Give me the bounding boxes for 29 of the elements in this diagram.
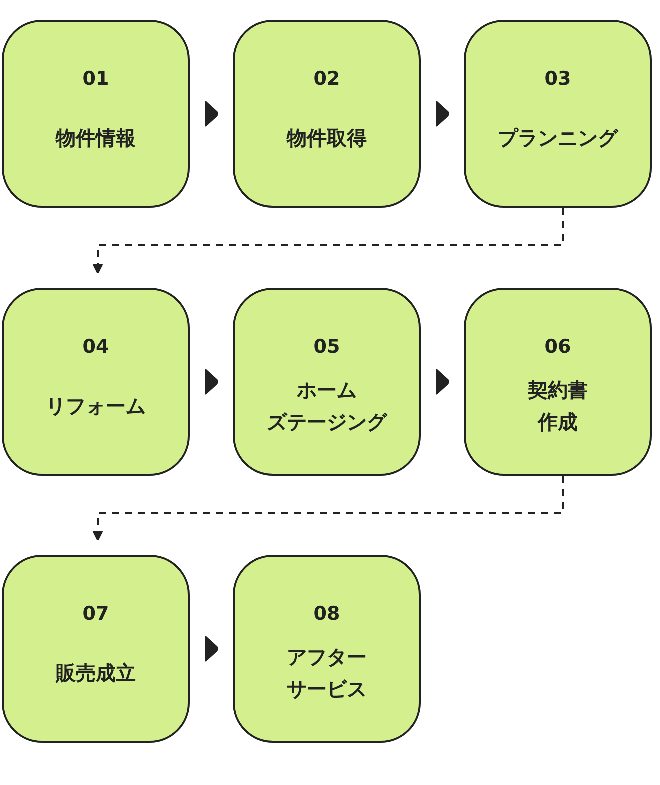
step-label: 物件取得: [287, 125, 367, 152]
arrow: [436, 101, 450, 127]
step-box: [233, 288, 421, 476]
step-number: 08: [314, 603, 340, 625]
step-number: 06: [544, 336, 572, 358]
step-label: 契約書作成: [528, 377, 588, 436]
step-box: [2, 288, 190, 476]
step-number: 02: [314, 68, 340, 90]
step-label: プランニング: [498, 125, 618, 152]
step-number: 07: [82, 603, 110, 625]
step-label: リフォーム: [46, 393, 146, 420]
step-label: ホームズテージング: [267, 377, 387, 436]
step-number: 04: [82, 336, 110, 358]
step-box: [233, 20, 421, 208]
arrow: [205, 369, 218, 395]
arrow: [205, 636, 218, 662]
arrow: [436, 369, 450, 395]
step-box: [2, 20, 190, 208]
step-box: [464, 288, 652, 476]
step-number: 05: [314, 336, 340, 358]
step-number: 01: [82, 68, 110, 90]
step-box: [2, 555, 190, 743]
step-label: アフターサービス: [287, 644, 367, 703]
step-number: 03: [544, 68, 572, 90]
step-box: [233, 555, 421, 743]
arrow: [205, 101, 218, 127]
step-label: 販売成立: [56, 660, 136, 687]
step-label: 物件情報: [56, 125, 136, 152]
step-box: [464, 20, 652, 208]
